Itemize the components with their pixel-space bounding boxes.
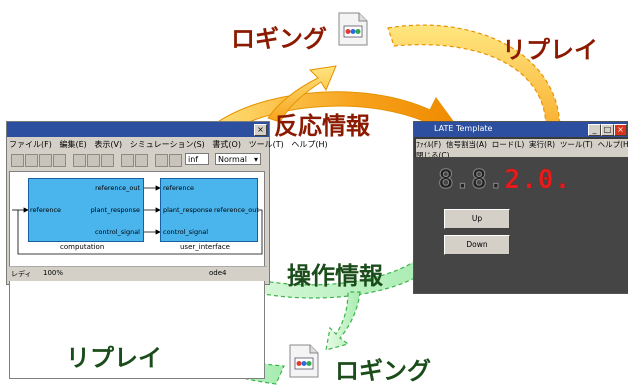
- chevron-down-icon: ▾: [253, 155, 258, 164]
- computation-block[interactable]: [28, 178, 144, 242]
- label-reaction-info: 反応情報: [274, 112, 370, 140]
- gui-menu-run[interactable]: 実行(R): [529, 140, 556, 149]
- menu-help[interactable]: ヘルプ(H): [291, 140, 328, 149]
- computation-out-control: control_signal: [94, 228, 140, 236]
- computation-out-reference: reference_out: [95, 184, 140, 192]
- display-white-value: 8.8.: [438, 165, 505, 196]
- gui-menu-load[interactable]: ロード(L): [491, 140, 525, 149]
- redo-icon[interactable]: [135, 154, 148, 167]
- label-operation-info: 操作情報: [287, 262, 383, 290]
- status-ready: レディ: [11, 270, 32, 278]
- close-button[interactable]: ×: [254, 124, 267, 136]
- play-icon[interactable]: [155, 154, 168, 167]
- mode-select[interactable]: Normal ▾: [215, 153, 261, 165]
- ui-in-plant: plant_response: [163, 206, 213, 214]
- menu-format[interactable]: 書式(O): [212, 140, 241, 149]
- signal-lines: [12, 185, 263, 255]
- copy-icon[interactable]: [87, 154, 100, 167]
- stop-icon[interactable]: [169, 154, 182, 167]
- logging-arrow-bottom: [325, 291, 361, 351]
- gui-menu-close[interactable]: 閉じる(C): [416, 151, 450, 160]
- computation-out-plant: plant_response: [90, 206, 140, 214]
- undo-icon[interactable]: [121, 154, 134, 167]
- label-logging-top: ロギング: [231, 25, 327, 53]
- user-interface-block[interactable]: [160, 178, 258, 242]
- display-red-value: 2.0.: [504, 165, 572, 195]
- label-replay-bottom: リプレイ: [66, 344, 162, 372]
- maximize-button[interactable]: □: [601, 124, 614, 136]
- gui-menubar: ﾌｧｲﾙ(F) 信号割当(A) ロード(L) 実行(R) ツール(T) ヘルプ(…: [416, 139, 628, 160]
- menu-simulation[interactable]: シミュレーション(S): [129, 140, 205, 149]
- new-icon[interactable]: [11, 154, 24, 167]
- computation-caption: computation: [60, 243, 105, 251]
- open-icon[interactable]: [25, 154, 38, 167]
- stop-time-input[interactable]: inf: [185, 153, 209, 165]
- gui-menu-signal[interactable]: 信号割当(A): [445, 140, 487, 149]
- computation-in-reference: reference: [30, 206, 62, 214]
- status-bar: レディ 100% ode4: [9, 266, 267, 281]
- log-file-icon-top: [338, 12, 368, 46]
- simulink-window: × ファイル(F) 編集(E) 表示(V) シミュレーション(S) 書式(O) …: [6, 121, 328, 379]
- minimize-button[interactable]: _: [588, 124, 601, 136]
- simulink-menubar: ファイル(F) 編集(E) 表示(V) シミュレーション(S) 書式(O) ツー…: [9, 139, 328, 150]
- gui-title: LATE Template: [434, 124, 493, 133]
- display-digits-white: 8.8.2.0.: [438, 165, 572, 196]
- print-icon[interactable]: [53, 154, 66, 167]
- menu-edit[interactable]: 編集(E): [59, 140, 87, 149]
- menu-file[interactable]: ファイル(F): [9, 140, 52, 149]
- log-file-icon-bottom: [289, 344, 319, 378]
- gui-menu-help[interactable]: ヘルプ(H): [597, 140, 628, 149]
- label-replay-top: リプレイ: [502, 36, 598, 64]
- status-solver: ode4: [209, 269, 227, 277]
- gui-menu-file[interactable]: ﾌｧｲﾙ(F): [416, 140, 442, 149]
- down-button[interactable]: Down: [444, 235, 510, 255]
- simulink-toolbar: inf Normal ▾: [9, 152, 267, 169]
- label-logging-bottom: ロギング: [335, 357, 431, 385]
- logging-arrow-top: [267, 65, 337, 123]
- ui-in-reference: reference: [163, 184, 195, 192]
- cut-icon[interactable]: [73, 154, 86, 167]
- status-zoom: 100%: [43, 269, 64, 277]
- menu-tools[interactable]: ツール(T): [248, 140, 284, 149]
- gui-menu-tools[interactable]: ツール(T): [559, 140, 593, 149]
- gui-titlebar: LATE Template _ □ ×: [414, 122, 628, 137]
- gui-window: LATE Template _ □ × ﾌｧｲﾙ(F) 信号割当(A) ロード(…: [413, 121, 628, 294]
- menu-view[interactable]: 表示(V): [94, 140, 123, 149]
- mode-select-value: Normal: [218, 155, 247, 164]
- user-interface-caption: user_interface: [180, 243, 230, 251]
- gui-content: 8.8.2.0. Up Down: [414, 157, 628, 293]
- paste-icon[interactable]: [101, 154, 114, 167]
- ui-out-reference: reference_out: [214, 206, 259, 214]
- simulink-titlebar: ×: [7, 122, 269, 137]
- gui-close-button[interactable]: ×: [614, 124, 627, 136]
- ui-in-control: control_signal: [163, 228, 209, 236]
- save-icon[interactable]: [39, 154, 52, 167]
- up-button[interactable]: Up: [444, 209, 510, 229]
